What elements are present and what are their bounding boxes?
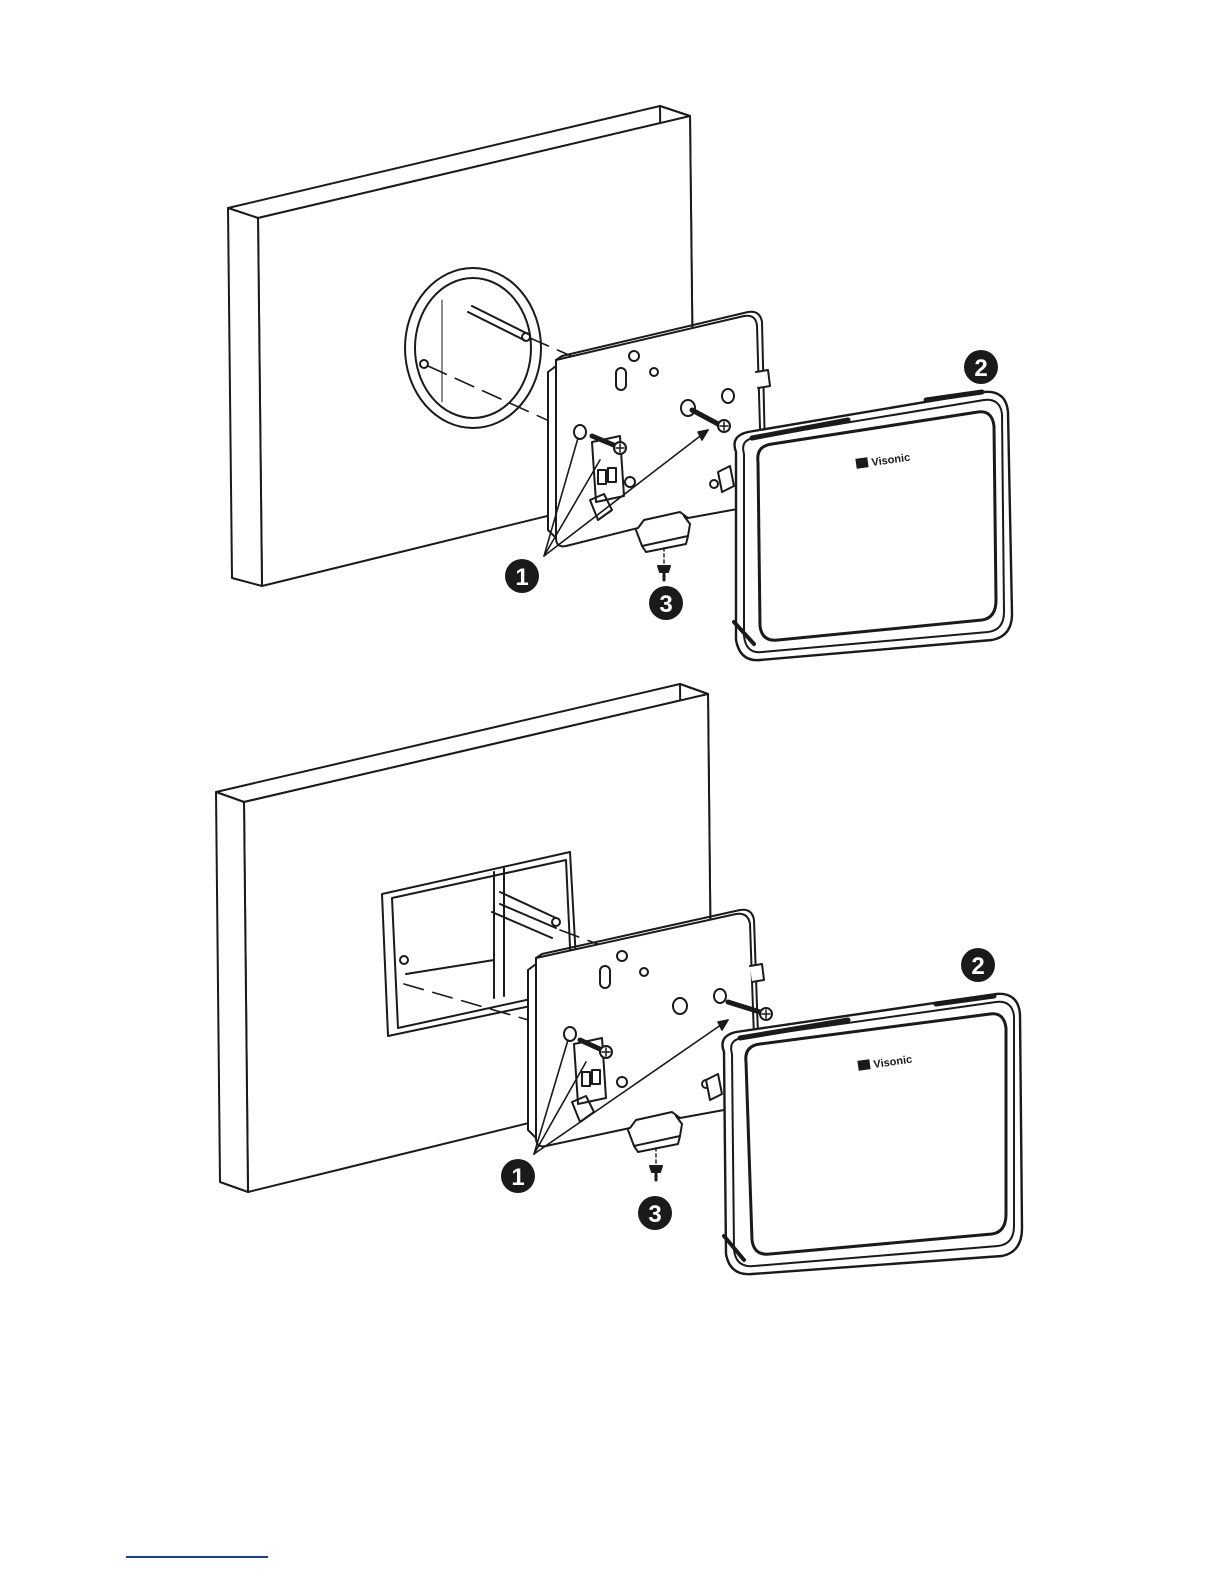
callout-1: 1 (505, 559, 539, 593)
callout-1: 1 (501, 1159, 535, 1193)
footer-rule (126, 1556, 268, 1558)
screw-icon (658, 548, 670, 580)
svg-text:1: 1 (515, 564, 528, 591)
svg-text:3: 3 (648, 1201, 661, 1228)
screw-icon (650, 1148, 662, 1180)
callout-2: 2 (961, 948, 995, 982)
callout-3: 3 (638, 1196, 672, 1230)
svg-text:3: 3 (659, 591, 672, 618)
detector-cover-2: Visonic (723, 994, 1023, 1274)
diagram-rect-box: Visonic 1 2 3 (216, 684, 1022, 1274)
callout-3: 3 (649, 586, 683, 620)
svg-text:1: 1 (511, 1164, 524, 1191)
svg-text:2: 2 (971, 953, 984, 980)
svg-text:2: 2 (974, 355, 987, 382)
round-wall-box (405, 268, 541, 428)
detector-cover-1: Visonic (734, 392, 1012, 660)
diagram-round-box: Visonic 1 2 3 (228, 106, 1012, 660)
callout-2: 2 (964, 350, 998, 384)
